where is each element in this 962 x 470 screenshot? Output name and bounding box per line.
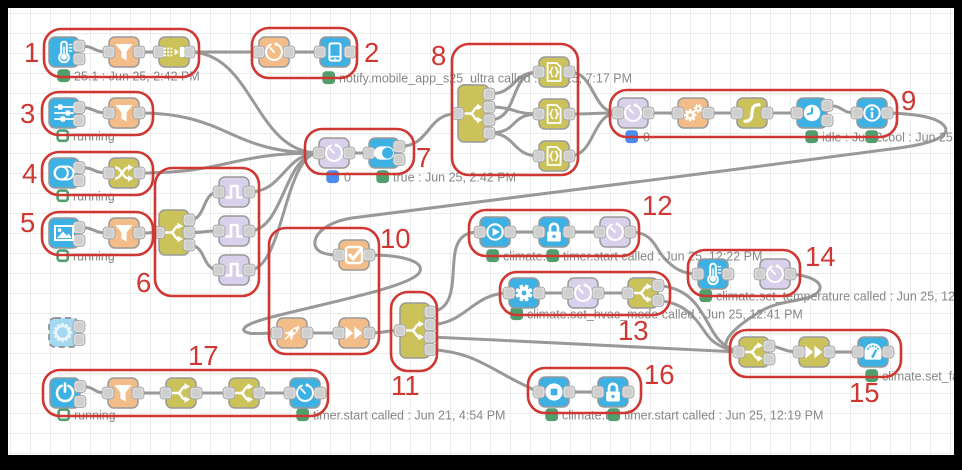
svg-text:true : Jun 25, 2:42 PM: true : Jun 25, 2:42 PM xyxy=(393,171,516,185)
svg-text:climate.set_temperature called: climate.set_temperature called : Jun 25,… xyxy=(716,290,962,304)
svg-text:7: 7 xyxy=(416,142,431,173)
svg-text:0: 0 xyxy=(344,171,351,185)
svg-text:16: 16 xyxy=(644,359,675,390)
svg-text:4: 4 xyxy=(22,158,37,189)
svg-text:running: running xyxy=(73,130,115,144)
svg-text:cool : Jun 25,: cool : Jun 25, xyxy=(882,131,956,145)
svg-text:climate.t: climate.t xyxy=(562,409,609,423)
svg-text:climate.set_fan_mode called: climate.set_fan_mode called xyxy=(882,370,962,384)
svg-text:3: 3 xyxy=(20,98,35,129)
svg-text:climate.set_hvac_mode called :: climate.set_hvac_mode called : Jun 25, 1… xyxy=(527,308,803,322)
svg-text:timer.start called : Jun 25, 1: timer.start called : Jun 25, 12:19 PM xyxy=(624,409,823,423)
svg-text:5: 5 xyxy=(20,207,35,238)
svg-text:running: running xyxy=(73,250,115,264)
svg-text:13: 13 xyxy=(618,315,649,346)
svg-text:running: running xyxy=(73,190,115,204)
svg-text:11: 11 xyxy=(391,370,420,401)
svg-text:15: 15 xyxy=(849,377,880,408)
svg-text:14: 14 xyxy=(805,241,836,272)
svg-text:6: 6 xyxy=(136,267,151,298)
svg-text:8: 8 xyxy=(431,40,446,71)
svg-text:1: 1 xyxy=(24,37,39,68)
svg-text:notify.mobile_app_s25_ultra ca: notify.mobile_app_s25_ultra called : Jun… xyxy=(339,72,632,86)
svg-text:2: 2 xyxy=(364,37,379,68)
svg-text:10: 10 xyxy=(380,223,411,254)
svg-text:9: 9 xyxy=(901,85,916,116)
svg-text:12: 12 xyxy=(642,190,673,221)
svg-text:timer.start called : Jun 21, 4: timer.start called : Jun 21, 4:54 PM xyxy=(313,409,505,423)
svg-text:17: 17 xyxy=(188,340,219,371)
